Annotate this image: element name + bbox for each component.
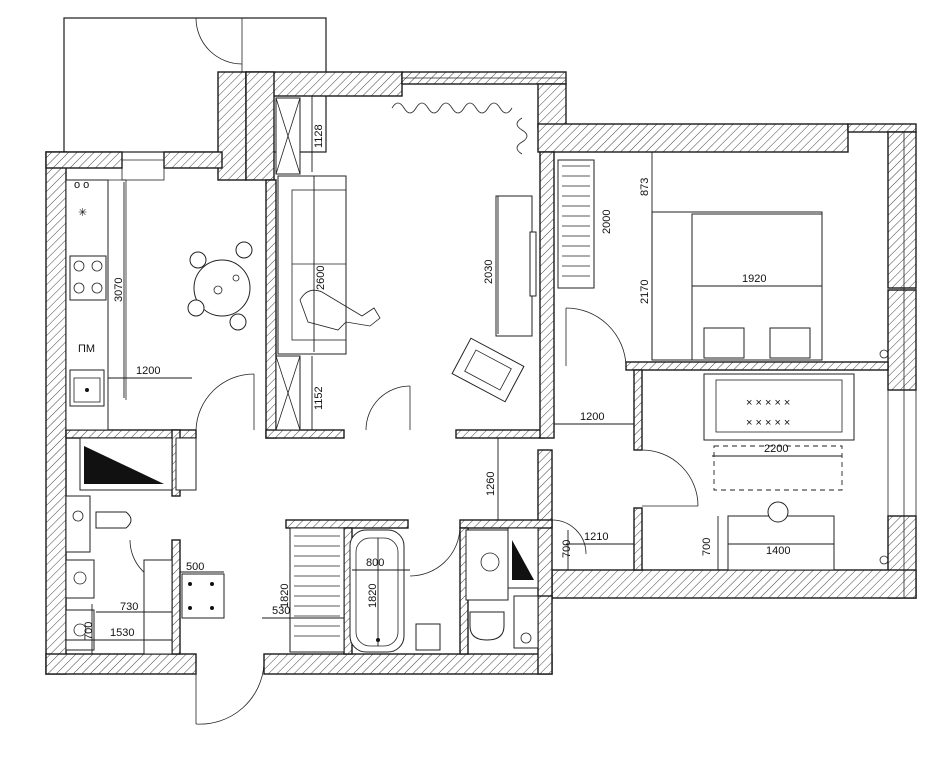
- curtain: [391, 102, 513, 114]
- dim-500: 500: [186, 561, 204, 573]
- svg-text:× × × × ×: × × × × ×: [746, 397, 790, 409]
- living-room: [275, 97, 537, 431]
- dim-1210: 1210: [584, 531, 608, 543]
- dim-2200: 2200: [764, 443, 788, 455]
- dim-1260: 1260: [485, 472, 497, 496]
- dimension-lines: [66, 96, 842, 654]
- appliance-icon: o o: [74, 179, 89, 191]
- bathroom: [349, 527, 539, 653]
- armchair: [451, 337, 525, 403]
- study: × × × × × × × × × ×: [703, 373, 889, 571]
- fan-icon: ✳: [78, 207, 87, 219]
- dim-1530: 1530: [110, 627, 134, 639]
- dim-700-wc: 700: [83, 622, 95, 640]
- dim-2030: 2030: [483, 260, 495, 284]
- dim-1400: 1400: [766, 545, 790, 557]
- svg-text:× × × × ×: × × × × ×: [746, 417, 790, 429]
- bathtub: [349, 529, 405, 653]
- dimension-labels: 1128 2600 1152 2030 3070 1200 873 2000 2…: [83, 124, 790, 640]
- dim-2170: 2170: [639, 280, 651, 304]
- dim-2000: 2000: [601, 210, 613, 234]
- dim-1152: 1152: [313, 386, 325, 410]
- dim-1200-kitchen: 1200: [136, 365, 160, 377]
- doors: [129, 307, 699, 725]
- dim-1820-bath: 1820: [367, 584, 379, 608]
- tv-unit: [495, 195, 533, 337]
- dim-1820-wardrobe: 1820: [279, 584, 291, 608]
- desk: [727, 515, 835, 571]
- dim-1128: 1128: [313, 124, 325, 148]
- cooktop-icon: [69, 255, 107, 301]
- dim-800: 800: [366, 557, 384, 569]
- dim-873: 873: [639, 178, 651, 196]
- outer-walls: [45, 71, 917, 675]
- dim-700-hall: 700: [561, 540, 573, 558]
- sofa-bed: [703, 373, 855, 441]
- dim-1920: 1920: [742, 273, 766, 285]
- dim-730: 730: [120, 601, 138, 613]
- sofa: [277, 175, 347, 355]
- washbasin: [465, 529, 509, 601]
- windows: [121, 71, 917, 598]
- interior-walls: [65, 151, 889, 655]
- laundry-room: [79, 437, 197, 491]
- toilet: [469, 611, 505, 641]
- dim-2600: 2600: [315, 266, 327, 290]
- dim-3070: 3070: [113, 278, 125, 302]
- dim-1200-hall: 1200: [580, 411, 604, 423]
- dim-700-study: 700: [701, 538, 713, 556]
- dining-table: [193, 259, 251, 317]
- wc: [65, 495, 225, 655]
- appliance-label: ПМ: [78, 343, 95, 355]
- kitchen: o o ✳ ПМ: [65, 179, 253, 431]
- dim-530: 530: [272, 605, 290, 617]
